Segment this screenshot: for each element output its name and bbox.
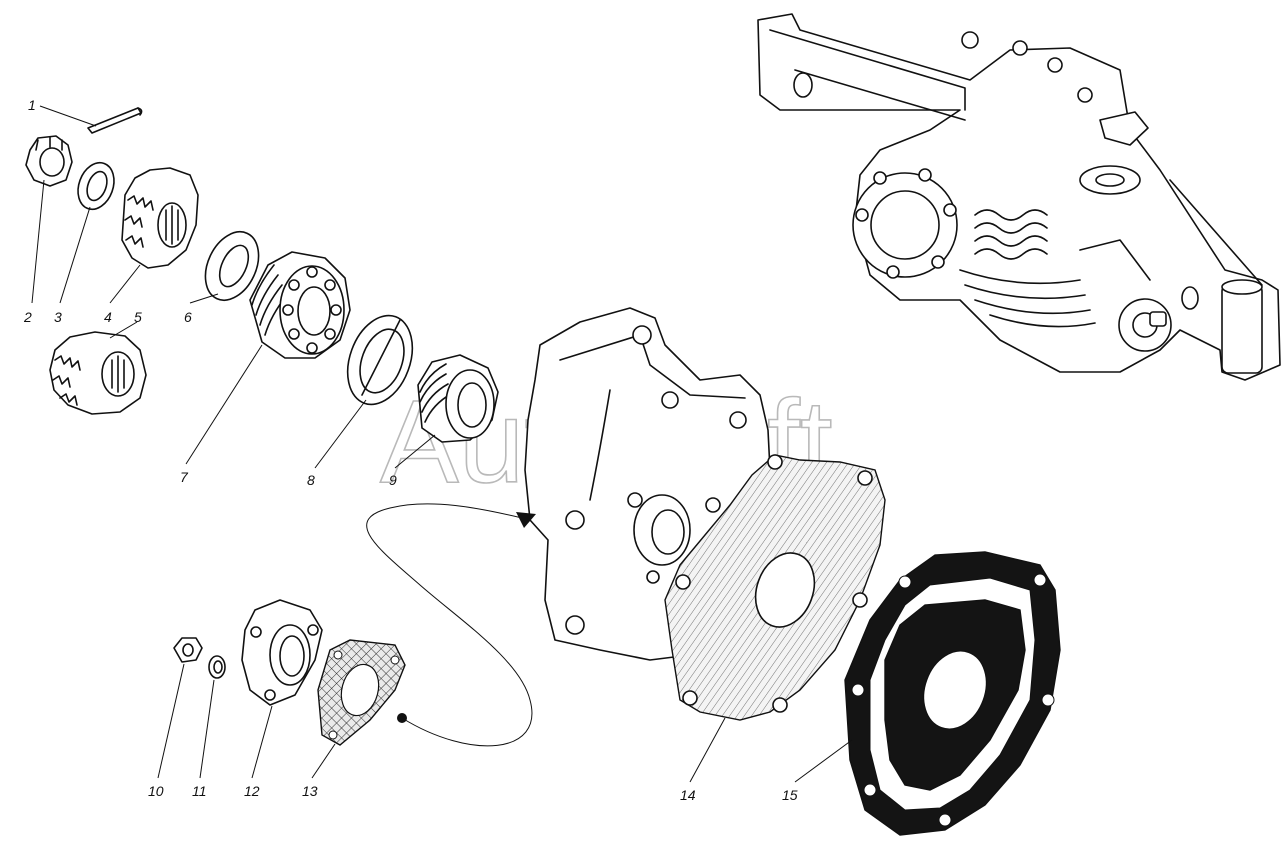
part-7-ball-bearing — [249, 251, 351, 359]
leader-lines — [31, 105, 853, 783]
part-8-bearing-ring — [346, 314, 414, 406]
part-9-needle-bearing — [417, 354, 499, 443]
dot-marker-icon — [397, 713, 407, 723]
part-11-spring-washer — [208, 655, 226, 679]
assembled-housing — [757, 13, 1281, 381]
part-3-washer — [77, 161, 115, 211]
part-6-thrust-washer — [204, 231, 260, 301]
part-12-flange — [241, 599, 323, 706]
reference-loop — [366, 503, 536, 747]
label-8: 8 — [307, 472, 315, 488]
label-6: 6 — [184, 309, 192, 325]
part-13-flange-gasket — [317, 639, 406, 746]
label-13: 13 — [302, 783, 318, 799]
part-10-nut — [173, 637, 203, 663]
label-11: 11 — [192, 783, 207, 799]
label-4: 4 — [104, 309, 112, 325]
part-1-cotter-pin — [87, 107, 143, 134]
part-2-castle-nut — [25, 135, 73, 187]
label-9: 9 — [389, 472, 397, 488]
label-14: 14 — [680, 787, 696, 803]
label-10: 10 — [148, 783, 164, 799]
label-2: 2 — [23, 309, 32, 325]
label-1: 1 — [28, 97, 36, 113]
label-7: 7 — [180, 469, 189, 485]
arrow-head-icon — [516, 512, 536, 528]
part-14-gasket-plate — [664, 454, 886, 721]
part-5-gear — [49, 331, 147, 415]
label-12: 12 — [244, 783, 260, 799]
part-4-bevel-gear — [121, 167, 199, 269]
part-labels: 1 2 3 4 5 6 7 8 9 10 11 12 13 14 15 — [23, 97, 798, 803]
label-3: 3 — [54, 309, 62, 325]
label-5: 5 — [134, 309, 142, 325]
label-15: 15 — [782, 787, 798, 803]
part-15-gasket-dark — [844, 551, 1061, 836]
